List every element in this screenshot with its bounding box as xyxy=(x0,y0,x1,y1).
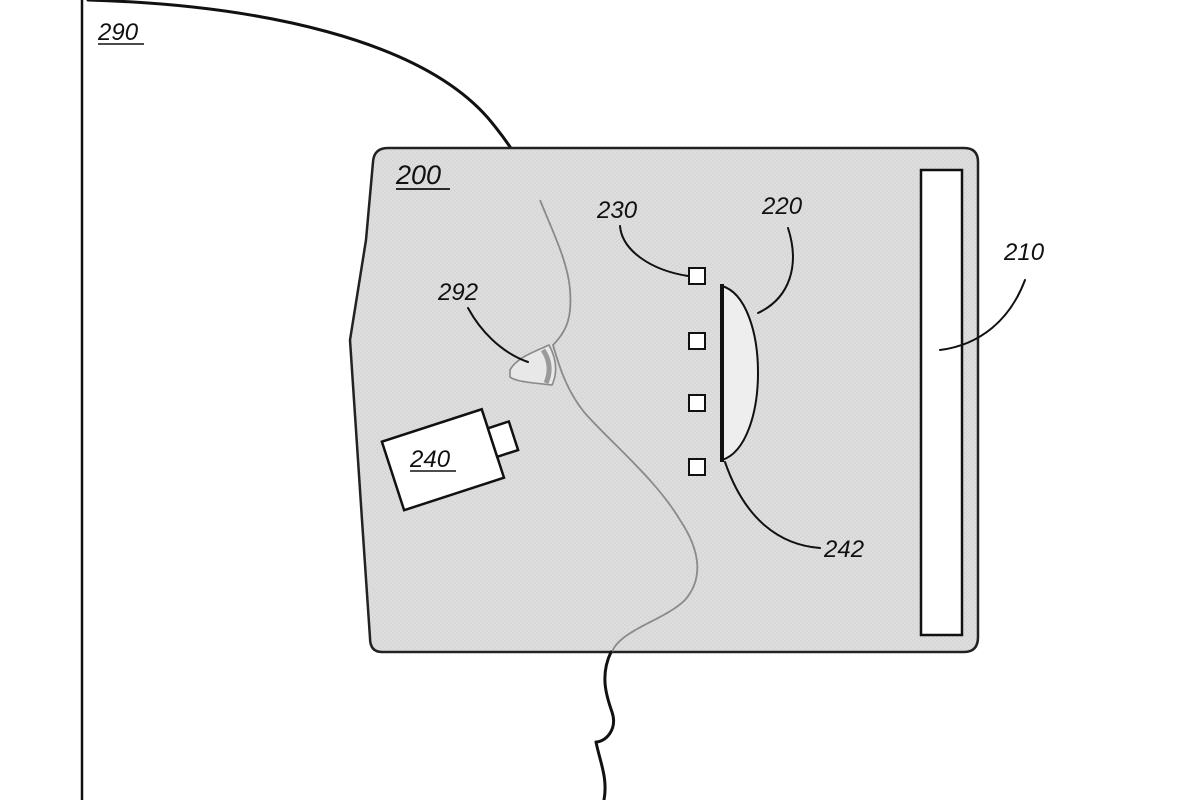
leader-210 xyxy=(939,279,1026,351)
head-outline-bottom xyxy=(594,650,615,800)
label-display: 210 xyxy=(1003,239,1045,266)
emitter-2 xyxy=(688,332,706,350)
face-profile xyxy=(539,199,699,653)
emitter-3 xyxy=(688,394,706,412)
eye-iris xyxy=(540,348,552,385)
label-camera: 240 xyxy=(409,446,451,473)
leader-292 xyxy=(467,307,529,363)
emitter-1 xyxy=(688,267,706,285)
display-panel xyxy=(919,168,964,637)
label-device: 200 xyxy=(395,160,441,190)
leader-242 xyxy=(724,461,821,549)
label-emitters: 230 xyxy=(596,197,638,224)
label-eye: 292 xyxy=(437,279,478,306)
device-housing xyxy=(348,146,980,654)
label-lens: 220 xyxy=(761,193,803,220)
emitter-4 xyxy=(688,458,706,476)
label-lens-edge: 242 xyxy=(823,536,864,563)
leader-230 xyxy=(619,225,689,277)
camera xyxy=(380,407,520,512)
label-head: 290 xyxy=(97,19,139,46)
leader-220 xyxy=(757,227,794,314)
lens xyxy=(721,284,759,462)
